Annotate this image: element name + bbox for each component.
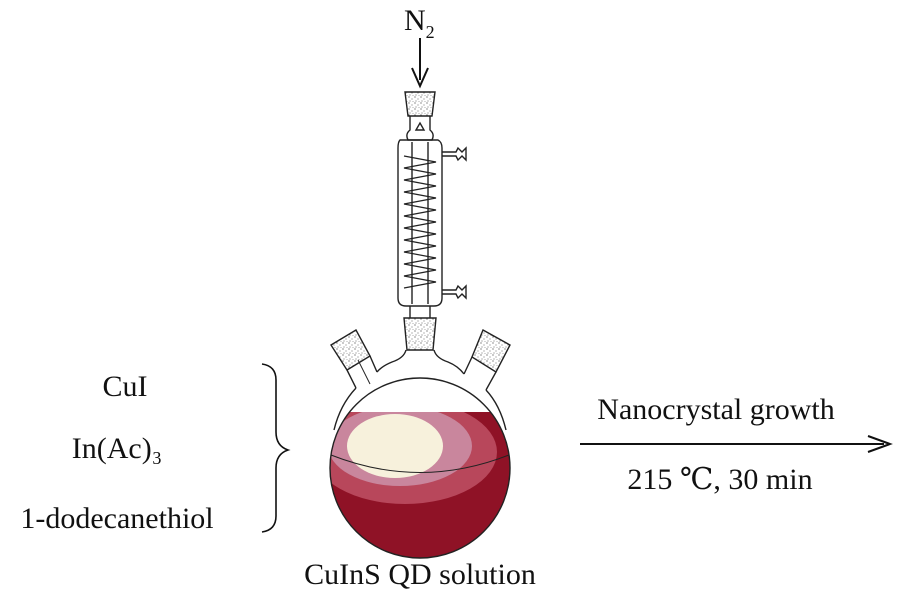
- top-stopper: [404, 91, 436, 117]
- water-inlet-bottom: [442, 284, 467, 300]
- reflux-condenser: [397, 91, 467, 318]
- flask-bulb: [329, 377, 511, 559]
- reagent-list: CuI In(Ac)₃ 1-dodecanethiol: [20, 370, 213, 535]
- nitrogen-inlet: N2: [404, 4, 435, 89]
- reaction-condition-bottom: 215 ℃, 30 min: [627, 463, 812, 496]
- three-neck-flask: [330, 329, 511, 431]
- flask-caption: CuInS QD solution: [304, 558, 536, 591]
- n2-label: N2: [404, 4, 435, 42]
- left-neck-stopper: [330, 329, 371, 371]
- qd-solution: [330, 380, 510, 558]
- water-outlet-top: [442, 146, 467, 162]
- reagent-brace: [261, 363, 291, 533]
- right-neck-stopper: [471, 329, 511, 373]
- n2-arrow-head: [411, 67, 429, 89]
- reagent-3: 1-dodecanethiol: [20, 502, 213, 535]
- reaction-arrow-head: [867, 435, 893, 453]
- condenser-jacket: [397, 139, 443, 307]
- reagent-2: In(Ac)₃: [72, 432, 162, 465]
- reagent-1: CuI: [103, 370, 148, 403]
- reaction-condition-top: Nanocrystal growth: [597, 393, 834, 426]
- reaction-step: Nanocrystal growth 215 ℃, 30 min: [580, 393, 893, 496]
- center-joint: [403, 317, 437, 351]
- condenser-coil: [403, 155, 437, 289]
- liquid-meniscus: [330, 454, 510, 473]
